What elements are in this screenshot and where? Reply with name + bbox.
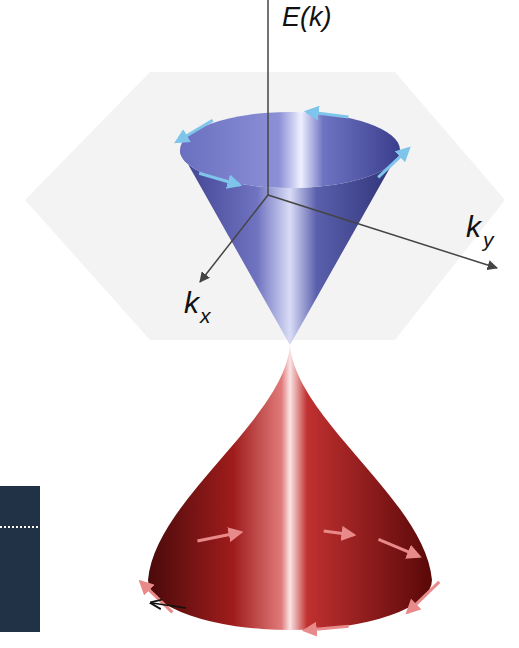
pointer-arrow <box>152 603 186 608</box>
axis-label-part: k <box>466 212 481 242</box>
spin-arrows <box>141 112 439 631</box>
spin-arrow <box>177 120 213 142</box>
spin-arrow <box>305 626 349 630</box>
spin-arrow <box>378 539 419 556</box>
photo-inset <box>0 486 40 632</box>
lower-cone <box>148 345 432 630</box>
axes <box>200 0 497 282</box>
axis-label-part: y <box>483 229 494 250</box>
upper-cone-rim <box>180 112 400 188</box>
spin-arrow <box>324 531 354 535</box>
spin-arrow <box>408 582 440 613</box>
spin-arrow <box>197 532 240 541</box>
spin-arrow <box>141 582 173 613</box>
axis-label-part: k <box>184 288 199 318</box>
spin-arrow <box>378 149 408 178</box>
axis-label: E(k) <box>282 4 332 31</box>
axis-label-part: x <box>200 305 211 326</box>
spin-arrow <box>307 112 349 117</box>
spin-arrow <box>199 173 239 185</box>
